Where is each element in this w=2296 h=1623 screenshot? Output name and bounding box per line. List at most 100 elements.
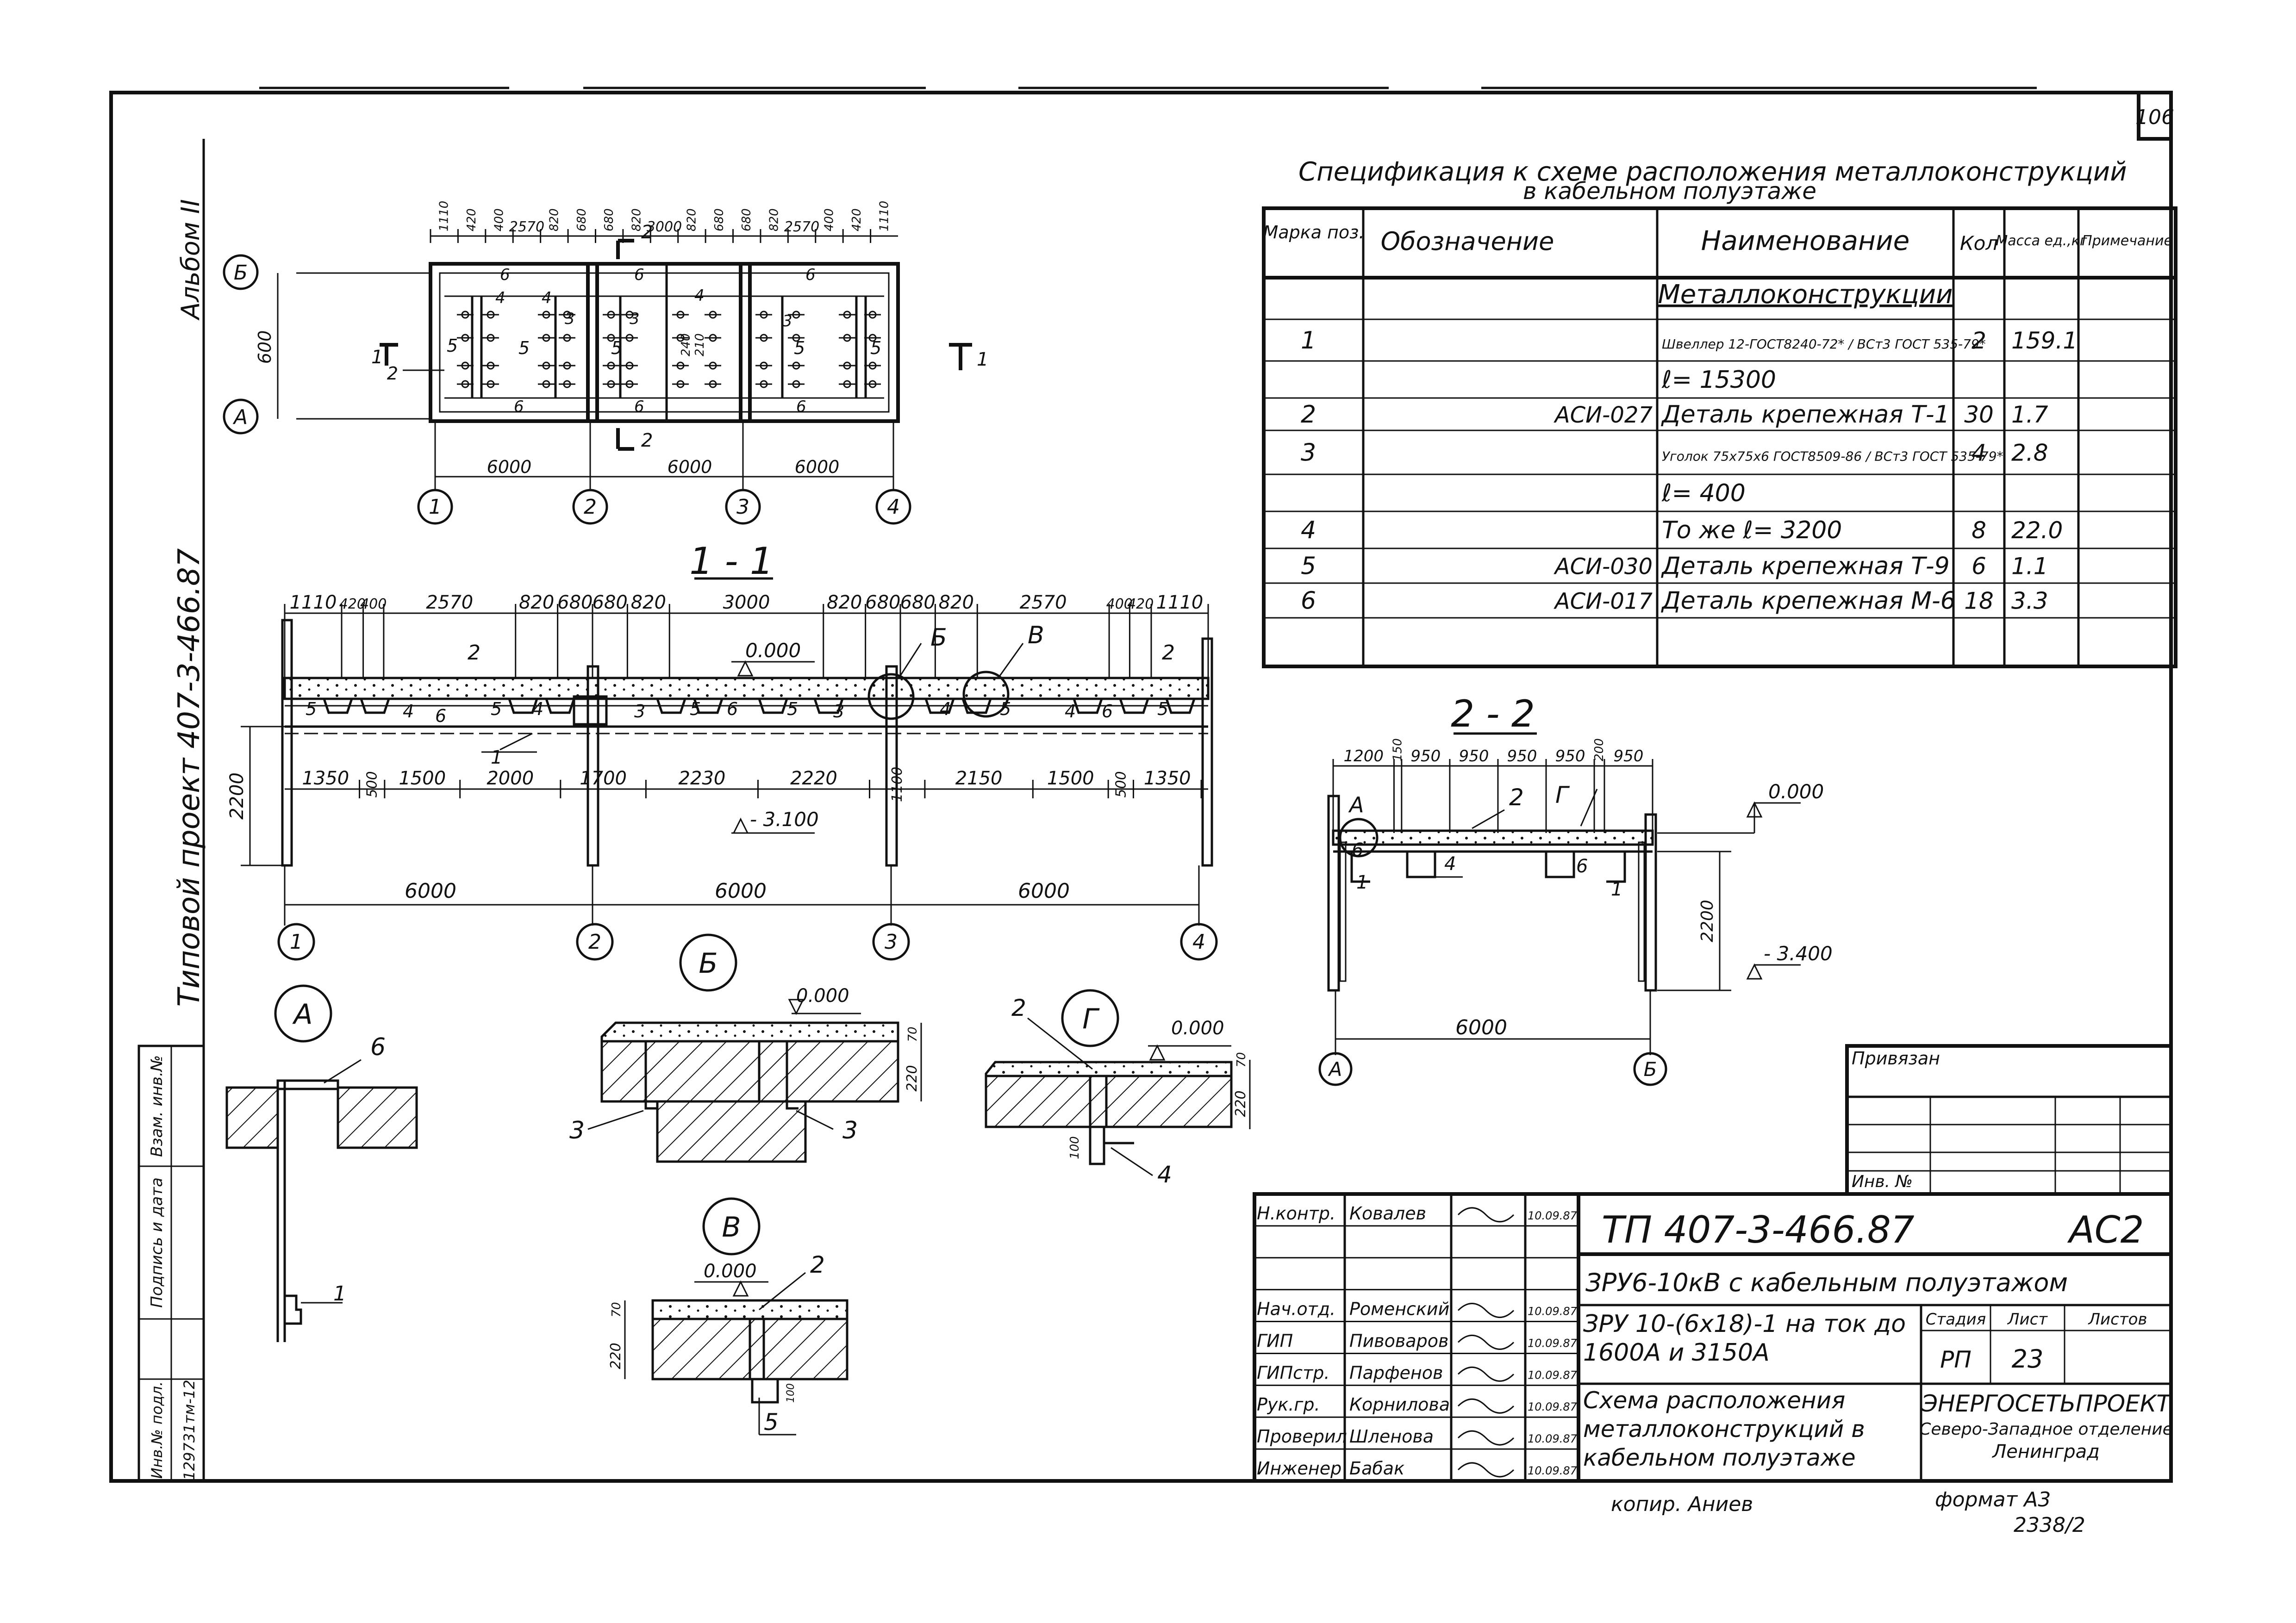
section-11-pos: 6 <box>1102 701 1113 721</box>
spec-cell-pos: 2 <box>1301 401 1316 429</box>
dimension-label: 820 <box>685 208 699 231</box>
detail-v-pos-top: 2 <box>810 1251 825 1278</box>
detail-g-dim-70: 70 <box>1235 1052 1248 1067</box>
signer-role: Рук.гр. <box>1257 1394 1320 1415</box>
spec-cell-qty: 2 <box>1972 327 1986 354</box>
plan-height-dim: 600 <box>255 330 275 364</box>
spec-cell-mass: 3.3 <box>2011 588 2048 615</box>
dimension-label: 1100 <box>889 767 905 802</box>
title-object: ЗРУ6-10кВ с кабельным полуэтажом <box>1585 1268 2068 1297</box>
title-mark: АС2 <box>2067 1208 2144 1251</box>
plan-pos-label: 5 <box>518 338 530 358</box>
section-11-pos: 5 <box>787 699 798 719</box>
section-11-callout-b: Б <box>930 624 947 652</box>
signer-name: Корнилова <box>1349 1394 1450 1415</box>
detail-v-pos-bottom: 5 <box>764 1409 779 1436</box>
spec-cell-name: Деталь крепежная Т-9 <box>1661 553 1950 580</box>
detail-v-dim-220: 220 <box>608 1343 624 1369</box>
section-11-position-labels: 2 5 4 6 5 4 3 5 6 5 3 4 5 4 6 5 2 1 <box>306 641 1175 768</box>
dimension-label: 1500 <box>399 768 446 789</box>
title-subject: ЗРУ 10-(6х18)-1 на ток до 1600А и 3150А <box>1583 1310 1906 1367</box>
detail-v-level: 0.000 <box>704 1261 757 1282</box>
title-stage: РП <box>1940 1346 1972 1373</box>
dimension-label: 1700 <box>580 768 627 789</box>
spec-cell-qty: 6 <box>1972 553 1986 580</box>
dimension-label: 680 <box>557 592 593 613</box>
spec-cell-name: То же ℓ= 3200 <box>1662 516 1842 544</box>
plan-cut1-left: 1 <box>371 347 383 368</box>
spec-section-title: Металлоконструкции <box>1658 280 1953 310</box>
spec-header-mass: Масса ед.,кг <box>1996 233 2087 249</box>
dimension-label: 1110 <box>437 201 451 231</box>
dimension-label: 950 <box>1507 747 1537 765</box>
section-22-axis-b: Б <box>1644 1058 1657 1081</box>
detail-v-title: В <box>722 1211 741 1244</box>
spec-header-name: Наименование <box>1701 225 1910 256</box>
spec-cell-mass: 159.1 <box>2011 327 2078 354</box>
dimension-label: 400 <box>493 208 506 231</box>
privyazan-box: Привязан Инв. № <box>1845 1044 2173 1196</box>
signer-role: ГИП <box>1257 1331 1293 1351</box>
dimension-label: 950 <box>1410 747 1441 765</box>
section-22-pos: 1 <box>1356 872 1368 893</box>
dimension-label: 680 <box>712 208 726 231</box>
section-11-pos: 6 <box>727 699 738 719</box>
spec-cell-pos: 6 <box>1301 587 1316 615</box>
dimension-label: 1110 <box>877 201 891 231</box>
spec-title-line1: Спецификация к схеме расположения металл… <box>1298 157 2127 187</box>
detail-b-level: 0.000 <box>796 985 849 1007</box>
dimension-label: 420 <box>1127 596 1154 612</box>
detail-b-title: Б <box>699 947 718 980</box>
detail-a-pos-bottom: 1 <box>333 1282 346 1306</box>
footer-copied: копир. Аниев <box>1611 1492 1753 1516</box>
detail-v-dim-70: 70 <box>610 1302 624 1317</box>
section-22-pos: 4 <box>1444 853 1456 875</box>
dimension-label: 3000 <box>723 592 770 613</box>
dimension-label: 1350 <box>1144 768 1191 789</box>
dimension-label: 2570 <box>509 219 544 235</box>
footer: копир. Аниев формат А3 2338/2 <box>1611 1488 2085 1537</box>
section-11-callout-v: В <box>1028 622 1044 649</box>
dimension-label: 1500 <box>1047 768 1094 789</box>
section-11-pos: 6 <box>435 706 446 726</box>
section-11-pos: 4 <box>1065 701 1076 721</box>
detail-a-pos-top: 6 <box>370 1033 386 1061</box>
dimension-label: 680 <box>602 208 616 231</box>
detail-b-pos-left: 3 <box>569 1117 585 1144</box>
dimension-label: 820 <box>631 592 666 613</box>
signer-role: Проверил <box>1257 1426 1347 1447</box>
spec-cell-code: АСИ-027 <box>1554 402 1653 428</box>
section-11-span-3: 6000 <box>1018 879 1070 903</box>
plan-pos-label: 6 <box>796 398 806 416</box>
spec-cell-pos: 4 <box>1301 516 1316 544</box>
section-11-pos: 3 <box>833 701 844 721</box>
plan-pos-label: 4 <box>542 289 552 307</box>
spec-header-code: Обозначение <box>1381 227 1554 256</box>
section-11-axis-1: 1 <box>290 930 303 954</box>
dimension-label: 2570 <box>426 592 473 613</box>
plan-bolts <box>457 311 881 388</box>
dimension-label: 950 <box>1459 747 1489 765</box>
spec-cell-mass: 1.7 <box>2011 401 2048 428</box>
title-org2: Северо-Западное отделение <box>1919 1420 2173 1439</box>
section-11-axis-3: 3 <box>885 930 898 954</box>
section-11-axis-2: 2 <box>588 930 601 954</box>
detail-g-pos-bottom: 4 <box>1157 1161 1172 1188</box>
spec-cell-mass: 1.1 <box>2011 553 2048 580</box>
section-11-level-top: 0.000 <box>745 639 801 662</box>
sheet-frame: 106 <box>109 87 2174 1483</box>
plan-pos-label: 4 <box>694 286 705 305</box>
spec-header-qty: Кол <box>1960 232 1998 255</box>
title-drawing: Схема расположения металлоконструкций в … <box>1583 1387 1865 1471</box>
spec-cell-qty: 8 <box>1972 517 1986 544</box>
spec-cell-name: ℓ= 15300 <box>1661 366 1776 394</box>
section-22-callout-g: Г <box>1555 782 1570 808</box>
signer-role: ГИПстр. <box>1257 1362 1329 1383</box>
